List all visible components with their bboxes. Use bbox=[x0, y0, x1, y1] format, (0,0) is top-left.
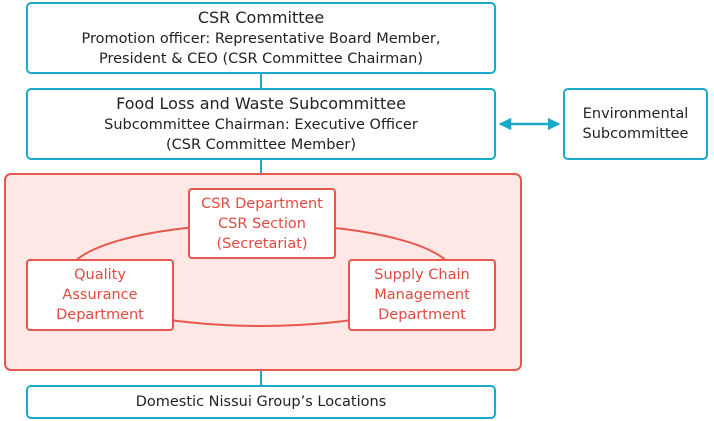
csr-committee-title: CSR Committee bbox=[197, 8, 325, 27]
csr-department-box: CSR Department CSR Section (Secretariat) bbox=[188, 188, 336, 259]
supply-chain-management-box: Supply Chain Management Department bbox=[348, 259, 496, 331]
csr-department-line1: CSR Department bbox=[201, 195, 323, 212]
domestic-locations-label: Domestic Nissui Group’s Locations bbox=[135, 394, 387, 410]
quality-assurance-line2: Assurance bbox=[62, 287, 138, 303]
environmental-line2: Subcommittee bbox=[582, 126, 689, 142]
csr-department-line3: (Secretariat) bbox=[216, 235, 308, 252]
csr-department-line2: CSR Section bbox=[218, 215, 306, 232]
environmental-subcommittee-box: Environmental Subcommittee bbox=[563, 88, 708, 160]
supply-chain-line1: Supply Chain bbox=[374, 267, 470, 283]
quality-assurance-box: Quality Assurance Department bbox=[26, 259, 174, 331]
csr-committee-officer-line1: Promotion officer: Representative Board … bbox=[81, 31, 441, 47]
environmental-line1: Environmental bbox=[582, 106, 689, 122]
csr-committee-officer-line2: President & CEO (CSR Committee Chairman) bbox=[98, 51, 424, 67]
subcommittee-title: Food Loss and Waste Subcommittee bbox=[116, 94, 406, 113]
quality-assurance-line1: Quality bbox=[74, 267, 126, 283]
domestic-locations-box: Domestic Nissui Group’s Locations bbox=[26, 385, 496, 419]
csr-committee-box: CSR Committee Promotion officer: Represe… bbox=[26, 2, 496, 74]
food-loss-subcommittee-box: Food Loss and Waste Subcommittee Subcomm… bbox=[26, 88, 496, 160]
supply-chain-line3: Department bbox=[378, 307, 466, 323]
subcommittee-chairman-line2: (CSR Committee Member) bbox=[165, 137, 357, 153]
quality-assurance-line3: Department bbox=[56, 307, 144, 323]
supply-chain-line2: Management bbox=[374, 287, 470, 303]
subcommittee-chairman-line1: Subcommittee Chairman: Executive Officer bbox=[104, 117, 418, 133]
